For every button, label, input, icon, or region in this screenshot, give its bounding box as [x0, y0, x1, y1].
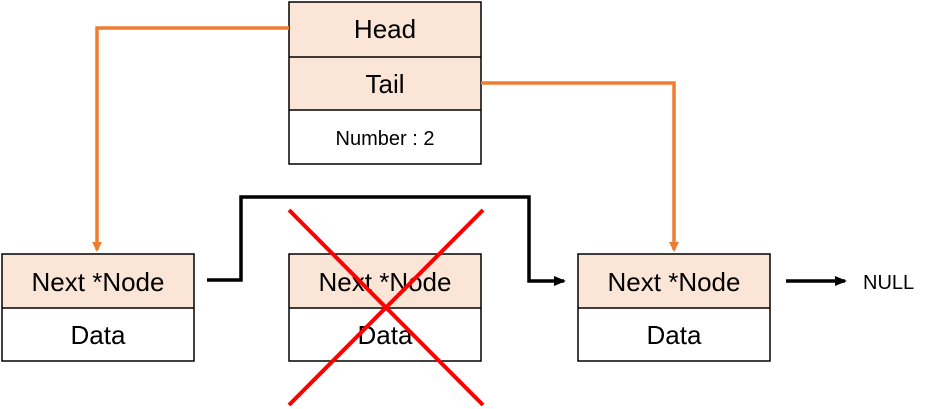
node-1-data-label: Data [71, 320, 126, 350]
node-2-deleted: Next *Node Data [288, 253, 482, 362]
node-3-data-label: Data [647, 320, 702, 350]
node-3: Next *Node Data [577, 253, 771, 362]
list-header-box: Head Tail Number : 2 [288, 1, 482, 165]
node-3-next-label: Next *Node [608, 267, 741, 297]
node-count-label: Number : 2 [336, 128, 435, 150]
tail-label: Tail [365, 69, 404, 99]
head-label: Head [354, 14, 416, 44]
node-1-next-label: Next *Node [32, 267, 165, 297]
bypass-link-arrow [207, 195, 566, 286]
delete-x-mark [287, 208, 485, 407]
null-label: NULL [863, 272, 914, 294]
node-1: Next *Node Data [1, 253, 195, 362]
node-2-next-label: Next *Node [319, 267, 452, 297]
tail-pointer-arrow [481, 81, 679, 252]
head-pointer-arrow [92, 26, 289, 252]
